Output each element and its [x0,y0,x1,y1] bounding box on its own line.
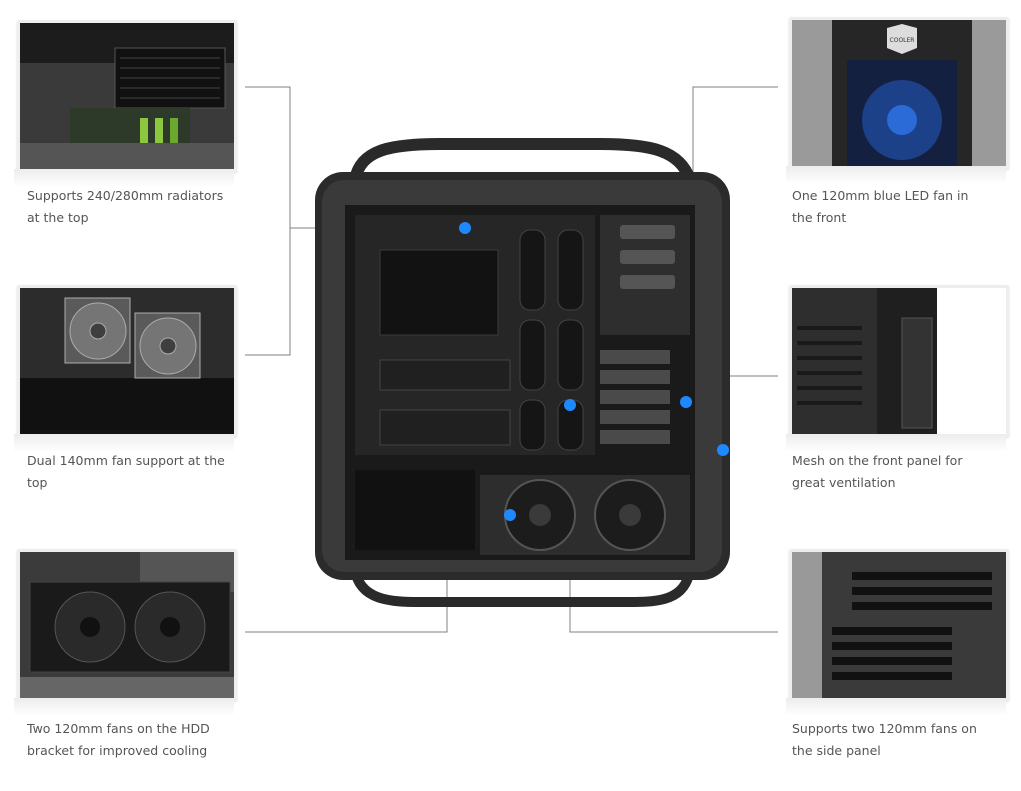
front-blue-led-fan-reflection [786,166,1006,184]
indicator-dot-front-mesh [717,444,729,456]
callout-line-top-fans [245,228,291,356]
hdd-bracket-fans-photo [17,549,237,701]
caption-front-mesh-panel: Mesh on the front panel for great ventil… [792,453,963,490]
caption-top-dual-fans: Dual 140mm fan support at the top [27,453,225,490]
caption-hdd-bracket-fans: Two 120mm fans on the HDD bracket for im… [27,721,210,758]
front-blue-led-fan-photo: COOLER [789,17,1009,169]
side-panel-fans-reflection [786,698,1006,716]
drive-bays [600,215,690,335]
side-panel-fans-photo [789,549,1009,701]
top-radiator-reflection [14,169,234,187]
front-mesh-panel-photo [789,285,1009,437]
pc-case-illustration [315,138,730,607]
indicator-dot-top-radiator [459,222,471,234]
hdd-bracket-fans [480,475,690,555]
indicator-dot-side-panel [564,399,576,411]
top-radiator-photo [17,20,237,172]
psu-bay [355,470,475,550]
caption-side-panel-fans: Supports two 120mm fans on the side pane… [792,721,977,758]
front-mesh-panel-reflection [786,434,1006,452]
caption-front-blue-led-fan: One 120mm blue LED fan in the front [792,188,969,225]
top-handle [349,138,696,186]
expansion-slots [600,350,670,444]
indicator-dot-hdd-fans [504,509,516,521]
svg-text:COOLER: COOLER [890,37,915,44]
top-dual-fans-photo [17,285,237,437]
hdd-bracket-fans-reflection [14,698,234,716]
indicator-dot-front-fan [680,396,692,408]
bottom-rail [350,565,695,607]
caption-top-radiator: Supports 240/280mm radiators at the top [27,188,224,225]
cpu-cutout [379,249,499,336]
top-dual-fans-reflection [14,434,234,452]
